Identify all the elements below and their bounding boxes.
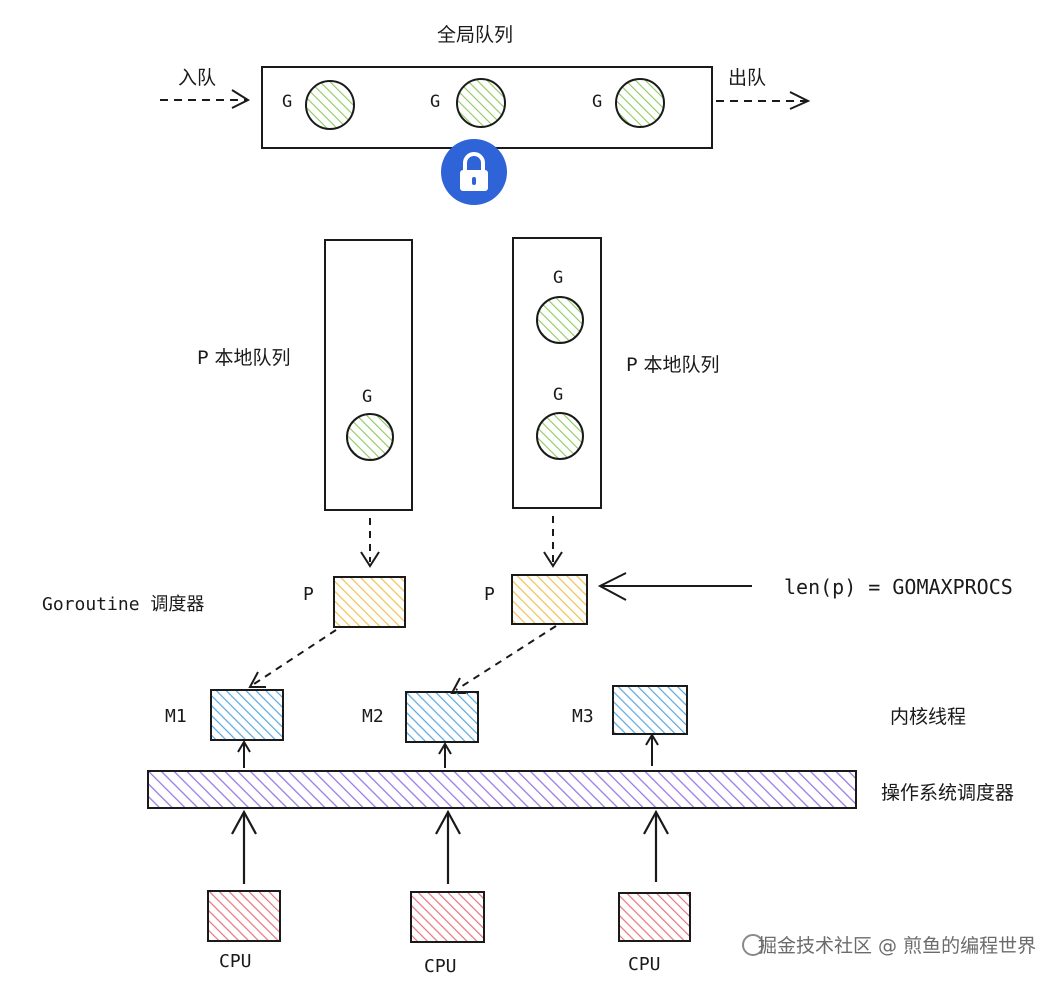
goroutine-label: G bbox=[430, 92, 441, 112]
goroutine-label: G bbox=[553, 385, 564, 405]
cpu-label: CPU bbox=[219, 951, 252, 972]
dequeue-arrow bbox=[716, 91, 811, 110]
processor-box bbox=[511, 574, 588, 625]
thread-label-m1: M1 bbox=[165, 706, 187, 727]
dequeue-label: 出队 bbox=[728, 67, 767, 89]
cpu-label: CPU bbox=[628, 954, 661, 975]
kernel-threads-label: 内核线程 bbox=[890, 706, 967, 728]
cpu-label: CPU bbox=[424, 956, 457, 977]
global-queue-title: 全局队列 bbox=[437, 24, 514, 46]
cpu-to-os-arrow bbox=[231, 809, 257, 884]
local-queue-label: P 本地队列 bbox=[197, 347, 291, 369]
global-queue bbox=[160, 66, 811, 149]
goroutine-circle bbox=[536, 412, 584, 460]
goroutine-label: G bbox=[592, 92, 603, 112]
os-to-thread-arrow bbox=[237, 740, 251, 768]
formula-arrow bbox=[597, 572, 752, 601]
cpu-box bbox=[410, 891, 485, 943]
enqueue-arrow bbox=[160, 89, 251, 109]
os-to-thread-arrow bbox=[645, 733, 659, 766]
goroutine-circle bbox=[536, 296, 584, 344]
os-scheduler-label: 操作系统调度器 bbox=[881, 782, 1015, 804]
goroutine-circle bbox=[615, 78, 665, 128]
local-queue-left bbox=[324, 239, 413, 511]
cpu-box bbox=[618, 892, 691, 942]
cpu-box bbox=[207, 890, 281, 942]
lock-icon bbox=[441, 139, 507, 205]
goroutine-circle bbox=[456, 78, 506, 128]
goroutine-label: G bbox=[282, 92, 293, 112]
cpu-to-os-arrow bbox=[435, 809, 461, 884]
goroutine-label: G bbox=[553, 268, 564, 288]
local-queue-label: P 本地队列 bbox=[626, 354, 720, 376]
goroutine-circle bbox=[346, 413, 394, 461]
p-to-m-arrow bbox=[248, 629, 337, 688]
thread-box bbox=[210, 689, 284, 741]
os-scheduler-bar bbox=[147, 770, 857, 809]
local-queue-right bbox=[512, 237, 602, 509]
watermark-text: 掘金技术社区 @ 煎鱼的编程世界 bbox=[758, 935, 1037, 957]
enqueue-label: 入队 bbox=[178, 67, 217, 89]
thread-label-m3: M3 bbox=[572, 706, 594, 727]
cpu-to-os-arrow bbox=[643, 809, 669, 882]
queue-to-p-arrow bbox=[360, 518, 380, 568]
thread-box bbox=[612, 685, 688, 735]
goroutine-circle bbox=[305, 80, 355, 130]
os-to-thread-arrow bbox=[438, 742, 452, 768]
watermark-icon bbox=[742, 934, 764, 956]
processor-label: P bbox=[484, 584, 495, 605]
processor-box bbox=[333, 576, 406, 628]
p-to-m-arrow bbox=[450, 625, 557, 694]
scheduler-label: Goroutine 调度器 bbox=[42, 594, 205, 615]
thread-box bbox=[405, 691, 479, 743]
goroutine-label: G bbox=[362, 387, 373, 407]
thread-label-m2: M2 bbox=[362, 706, 384, 727]
gomaxprocs-formula: len(p) = GOMAXPROCS bbox=[784, 575, 1013, 599]
processor-label: P bbox=[303, 584, 314, 605]
queue-to-p-arrow bbox=[543, 516, 563, 568]
